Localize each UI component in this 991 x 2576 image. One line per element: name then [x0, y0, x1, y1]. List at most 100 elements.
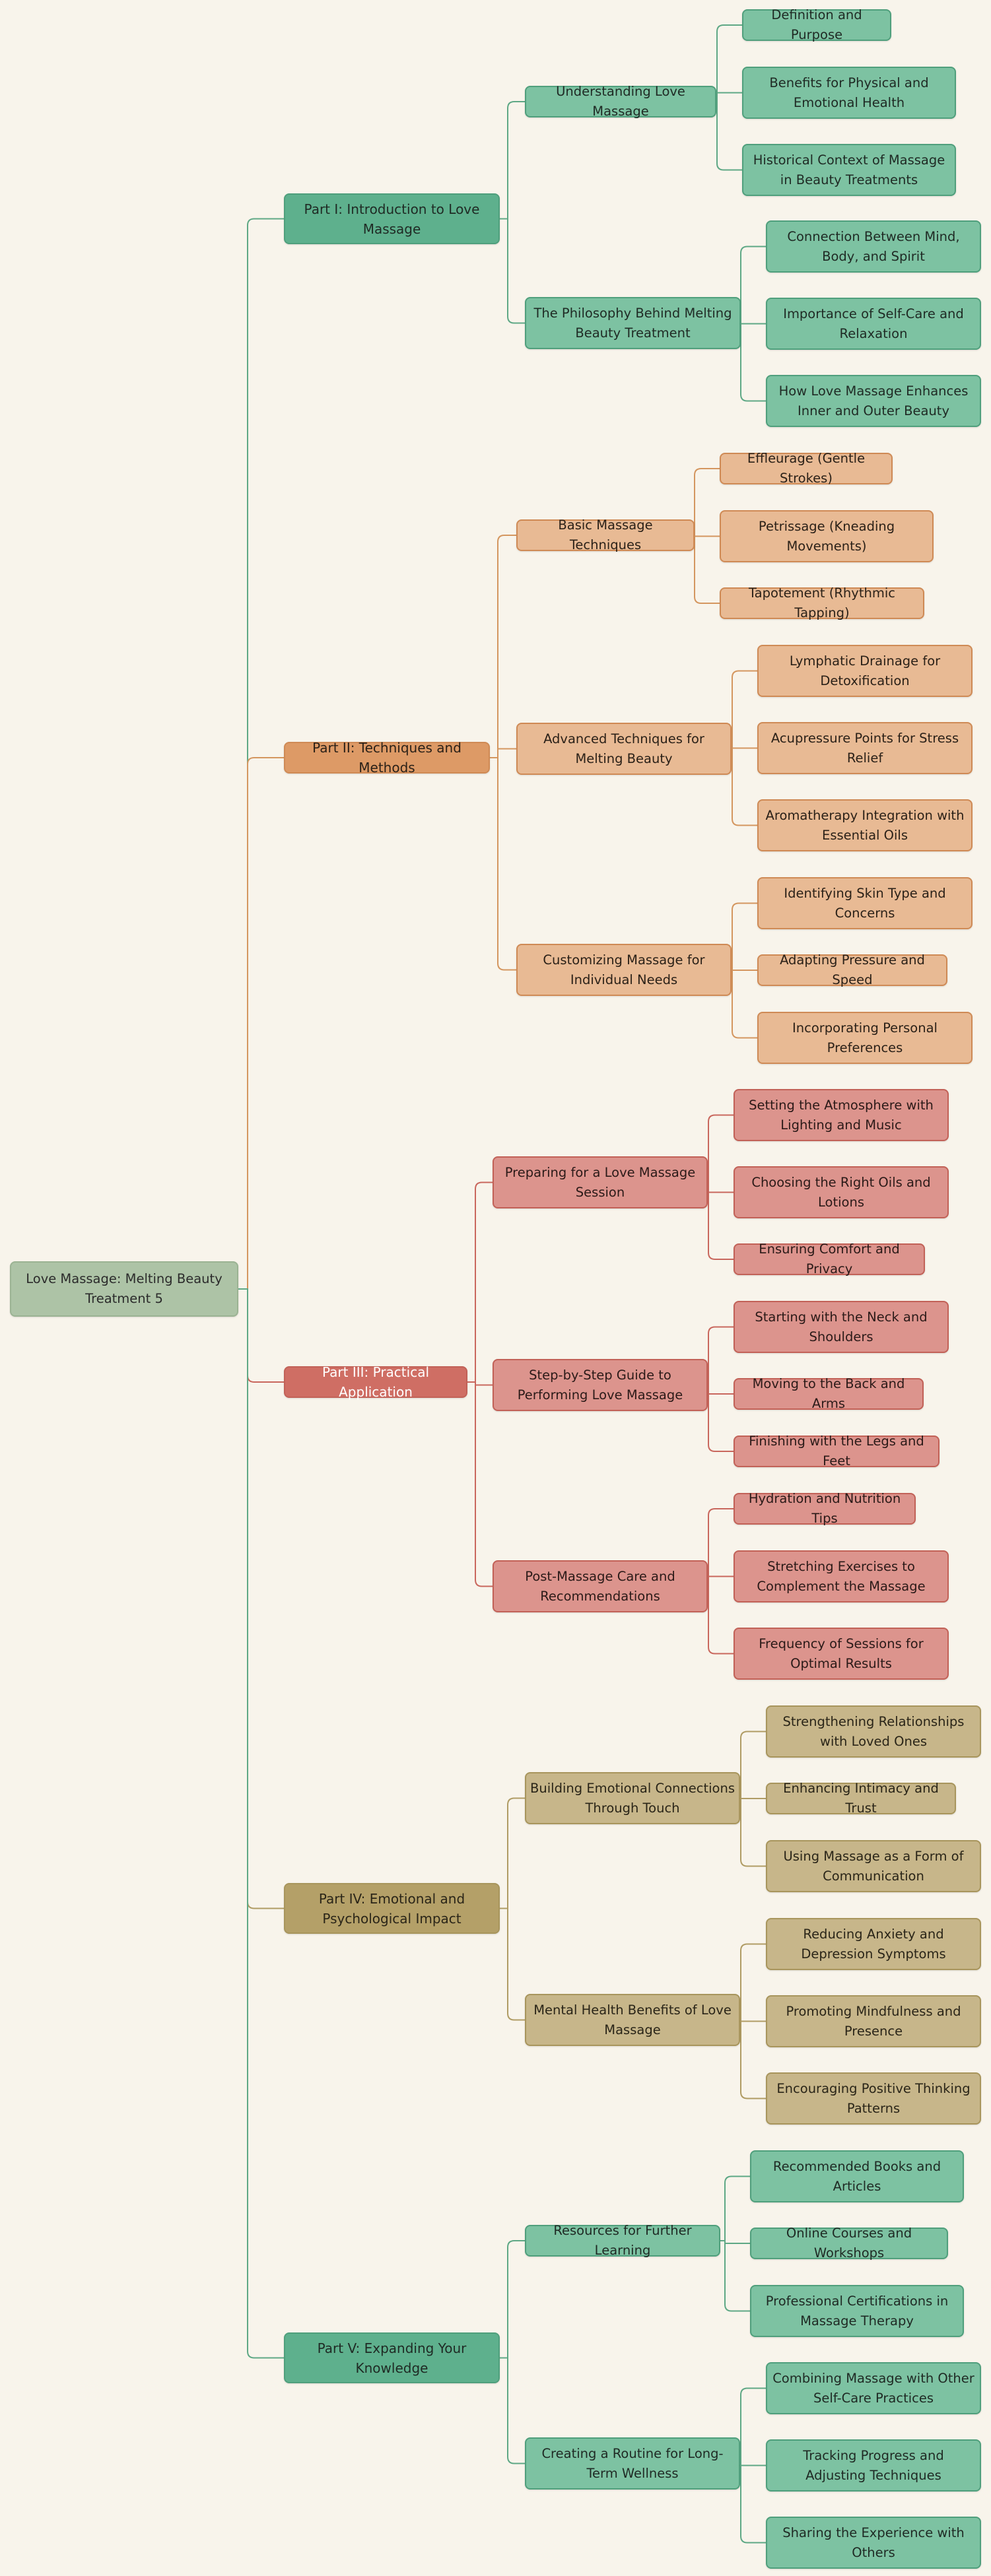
topic-the-philosophy-behind-melting-beauty-treatment[interactable]: The Philosophy Behind Melting Beauty Tre… [525, 297, 741, 349]
subtopic-finishing-with-the-legs-and-feet-label: Finishing with the Legs and Feet [749, 1434, 924, 1469]
subtopic-using-massage-as-a-form-of-communication-label: Using Massage as a Form of Communication [783, 1848, 964, 1884]
subtopic-promoting-mindfulness-and-presence[interactable]: Promoting Mindfulness and Presence [766, 1995, 981, 2047]
subtopic-professional-certifications-in-massage-therapy-label: Professional Certifications in Massage T… [765, 2293, 949, 2328]
root-to-part-ii-techniques-and-methods [238, 757, 284, 1290]
section-part-v-expanding-your-knowledge-label: Part V: Expanding Your Knowledge [317, 2340, 467, 2376]
subtopic-petrissage-kneading-movements[interactable]: Petrissage (Kneading Movements) [720, 510, 934, 562]
subtopic-stretching-exercises-to-complement-the-massage[interactable]: Stretching Exercises to Complement the M… [734, 1550, 949, 1602]
subtopic-incorporating-personal-preferences[interactable]: Incorporating Personal Preferences [757, 1012, 973, 1064]
subtopic-starting-with-the-neck-and-shoulders[interactable]: Starting with the Neck and Shoulders [734, 1301, 949, 1353]
subtopic-using-massage-as-a-form-of-communication[interactable]: Using Massage as a Form of Communication [766, 1840, 981, 1892]
subtopic-moving-to-the-back-and-arms-label: Moving to the Back and Arms [752, 1376, 905, 1411]
subtopic-how-love-massage-enhances-inner-and-outer-beauty[interactable]: How Love Massage Enhances Inner and Oute… [766, 375, 981, 427]
subtopic-importance-of-self-care-and-relaxation[interactable]: Importance of Self-Care and Relaxation [766, 298, 981, 350]
subtopic-reducing-anxiety-and-depression-symptoms-label: Reducing Anxiety and Depression Symptoms [801, 1926, 946, 1962]
root-to-part-i-introduction-to-love-massage [238, 218, 284, 1290]
topic-step-by-step-guide-to-performing-love-massage[interactable]: Step-by-Step Guide to Performing Love Ma… [493, 1359, 708, 1411]
link-part-iv-emotional-and-psychological-impact-branch [507, 1797, 525, 1909]
topic-preparing-for-a-love-massage-session[interactable]: Preparing for a Love Massage Session [493, 1156, 708, 1208]
topic-basic-massage-techniques-label: Basic Massage Techniques [558, 517, 653, 552]
subtopic-finishing-with-the-legs-and-feet[interactable]: Finishing with the Legs and Feet [734, 1434, 940, 1469]
subtopic-moving-to-the-back-and-arms[interactable]: Moving to the Back and Arms [734, 1376, 924, 1411]
topic-resources-for-further-learning[interactable]: Resources for Further Learning [525, 2223, 720, 2258]
link-advanced-techniques-for-melting-beauty-branch [732, 748, 757, 826]
subtopic-enhancing-intimacy-and-trust[interactable]: Enhancing Intimacy and Trust [766, 1781, 956, 1816]
link-creating-a-routine-for-long-term-wellness-branch [740, 2463, 766, 2544]
subtopic-lymphatic-drainage-for-detoxification[interactable]: Lymphatic Drainage for Detoxification [757, 645, 973, 697]
subtopic-choosing-the-right-oils-and-lotions[interactable]: Choosing the Right Oils and Lotions [734, 1166, 949, 1218]
subtopic-setting-the-atmosphere-with-lighting-and-music-label: Setting the Atmosphere with Lighting and… [749, 1097, 934, 1133]
subtopic-effleurage-gentle-strokes[interactable]: Effleurage (Gentle Strokes) [720, 451, 893, 486]
section-part-ii-techniques-and-methods[interactable]: Part II: Techniques and Methods [284, 740, 490, 776]
subtopic-recommended-books-and-articles[interactable]: Recommended Books and Articles [750, 2150, 964, 2202]
subtopic-acupressure-points-for-stress-relief[interactable]: Acupressure Points for Stress Relief [757, 722, 973, 774]
subtopic-hydration-and-nutrition-tips-label: Hydration and Nutrition Tips [748, 1491, 901, 1526]
subtopic-identifying-skin-type-and-concerns[interactable]: Identifying Skin Type and Concerns [757, 877, 973, 929]
subtopic-historical-context-of-massage-in-beauty-treatments[interactable]: Historical Context of Massage in Beauty … [742, 144, 956, 196]
link-the-philosophy-behind-melting-beauty-treatment-branch [740, 246, 766, 323]
section-part-iv-emotional-and-psychological-impact[interactable]: Part IV: Emotional and Psychological Imp… [284, 1883, 500, 1934]
section-part-v-expanding-your-knowledge[interactable]: Part V: Expanding Your Knowledge [284, 2332, 500, 2383]
subtopic-reducing-anxiety-and-depression-symptoms[interactable]: Reducing Anxiety and Depression Symptoms [766, 1918, 981, 1970]
subtopic-adapting-pressure-and-speed[interactable]: Adapting Pressure and Speed [757, 952, 947, 987]
link-customizing-massage-for-individual-needs-branch [732, 902, 757, 970]
subtopic-professional-certifications-in-massage-therapy[interactable]: Professional Certifications in Massage T… [750, 2285, 964, 2337]
subtopic-frequency-of-sessions-for-optimal-results[interactable]: Frequency of Sessions for Optimal Result… [734, 1628, 949, 1680]
link-part-iv-emotional-and-psychological-impact-branch [507, 1908, 525, 2021]
topic-creating-a-routine-for-long-term-wellness-label: Creating a Routine for Long-Term Wellnes… [541, 2445, 724, 2481]
link-resources-for-further-learning-branch [724, 2175, 750, 2241]
subtopic-connection-between-mind-body-and-spirit[interactable]: Connection Between Mind, Body, and Spiri… [766, 220, 981, 273]
link-preparing-for-a-love-massage-session-branch [708, 1114, 734, 1183]
topic-post-massage-care-and-recommendations[interactable]: Post-Massage Care and Recommendations [493, 1560, 708, 1612]
subtopic-hydration-and-nutrition-tips[interactable]: Hydration and Nutrition Tips [734, 1491, 916, 1526]
subtopic-setting-the-atmosphere-with-lighting-and-music[interactable]: Setting the Atmosphere with Lighting and… [734, 1089, 949, 1141]
subtopic-aromatherapy-integration-with-essential-oils[interactable]: Aromatherapy Integration with Essential … [757, 799, 973, 851]
link-building-emotional-connections-through-touch-branch [740, 1798, 766, 1867]
topic-creating-a-routine-for-long-term-wellness[interactable]: Creating a Routine for Long-Term Wellnes… [525, 2437, 740, 2490]
section-part-iii-practical-application[interactable]: Part III: Practical Application [284, 1364, 467, 1400]
subtopic-incorporating-personal-preferences-label: Incorporating Personal Preferences [792, 1020, 938, 1055]
subtopic-combining-massage-with-other-self-care-practices[interactable]: Combining Massage with Other Self-Care P… [766, 2362, 981, 2414]
link-step-by-step-guide-to-performing-love-massage-branch [708, 1385, 734, 1452]
topic-basic-massage-techniques[interactable]: Basic Massage Techniques [516, 517, 695, 552]
link-preparing-for-a-love-massage-session-branch [708, 1182, 734, 1260]
link-the-philosophy-behind-melting-beauty-treatment-branch [740, 323, 766, 402]
subtopic-recommended-books-and-articles-label: Recommended Books and Articles [772, 2158, 941, 2194]
link-advanced-techniques-for-melting-beauty-branch [732, 670, 757, 749]
subtopic-benefits-for-physical-and-emotional-health[interactable]: Benefits for Physical and Emotional Heal… [742, 67, 956, 119]
subtopic-encouraging-positive-thinking-patterns-label: Encouraging Positive Thinking Patterns [776, 2080, 971, 2116]
subtopic-enhancing-intimacy-and-trust-label: Enhancing Intimacy and Trust [783, 1781, 939, 1816]
section-part-iv-emotional-and-psychological-impact-label: Part IV: Emotional and Psychological Imp… [318, 1890, 465, 1927]
subtopic-historical-context-of-massage-in-beauty-treatments-label: Historical Context of Massage in Beauty … [753, 152, 945, 187]
topic-understanding-love-massage[interactable]: Understanding Love Massage [525, 84, 716, 119]
link-part-v-expanding-your-knowledge-branch [507, 2240, 525, 2358]
topic-building-emotional-connections-through-touch[interactable]: Building Emotional Connections Through T… [525, 1772, 740, 1824]
subtopic-petrissage-kneading-movements-label: Petrissage (Kneading Movements) [758, 518, 895, 554]
subtopic-tapotement-rhythmic-tapping[interactable]: Tapotement (Rhythmic Tapping) [720, 585, 924, 620]
root-topic[interactable]: Love Massage: Melting Beauty Treatment 5 [10, 1261, 238, 1317]
topic-customizing-massage-for-individual-needs[interactable]: Customizing Massage for Individual Needs [516, 944, 732, 996]
subtopic-ensuring-comfort-and-privacy[interactable]: Ensuring Comfort and Privacy [734, 1241, 925, 1276]
subtopic-definition-and-purpose[interactable]: Definition and Purpose [742, 7, 891, 42]
link-understanding-love-massage-branch [716, 24, 742, 102]
topic-customizing-massage-for-individual-needs-label: Customizing Massage for Individual Needs [543, 952, 705, 987]
link-part-i-introduction-to-love-massage-branch [507, 218, 525, 324]
subtopic-sharing-the-experience-with-others[interactable]: Sharing the Experience with Others [766, 2517, 981, 2569]
subtopic-aromatherapy-integration-with-essential-oils-label: Aromatherapy Integration with Essential … [765, 807, 965, 843]
topic-resources-for-further-learning-label: Resources for Further Learning [553, 2223, 692, 2258]
topic-advanced-techniques-for-melting-beauty[interactable]: Advanced Techniques for Melting Beauty [516, 723, 732, 775]
root-topic-label: Love Massage: Melting Beauty Treatment 5 [26, 1271, 222, 1306]
section-part-i-introduction-to-love-massage-label: Part I: Introduction to Love Massage [304, 201, 480, 237]
subtopic-encouraging-positive-thinking-patterns[interactable]: Encouraging Positive Thinking Patterns [766, 2072, 981, 2125]
subtopic-tracking-progress-and-adjusting-techniques[interactable]: Tracking Progress and Adjusting Techniqu… [766, 2439, 981, 2492]
subtopic-strengthening-relationships-with-loved-ones[interactable]: Strengthening Relationships with Loved O… [766, 1705, 981, 1758]
topic-mental-health-benefits-of-love-massage[interactable]: Mental Health Benefits of Love Massage [525, 1994, 740, 2046]
subtopic-frequency-of-sessions-for-optimal-results-label: Frequency of Sessions for Optimal Result… [759, 1635, 924, 1671]
subtopic-online-courses-and-workshops[interactable]: Online Courses and Workshops [750, 2226, 948, 2261]
link-resources-for-further-learning-branch [724, 2241, 750, 2312]
section-part-i-introduction-to-love-massage[interactable]: Part I: Introduction to Love Massage [284, 193, 500, 244]
subtopic-importance-of-self-care-and-relaxation-label: Importance of Self-Care and Relaxation [783, 306, 964, 341]
topic-advanced-techniques-for-melting-beauty-label: Advanced Techniques for Melting Beauty [543, 731, 704, 766]
subtopic-how-love-massage-enhances-inner-and-outer-beauty-label: How Love Massage Enhances Inner and Oute… [778, 383, 969, 418]
